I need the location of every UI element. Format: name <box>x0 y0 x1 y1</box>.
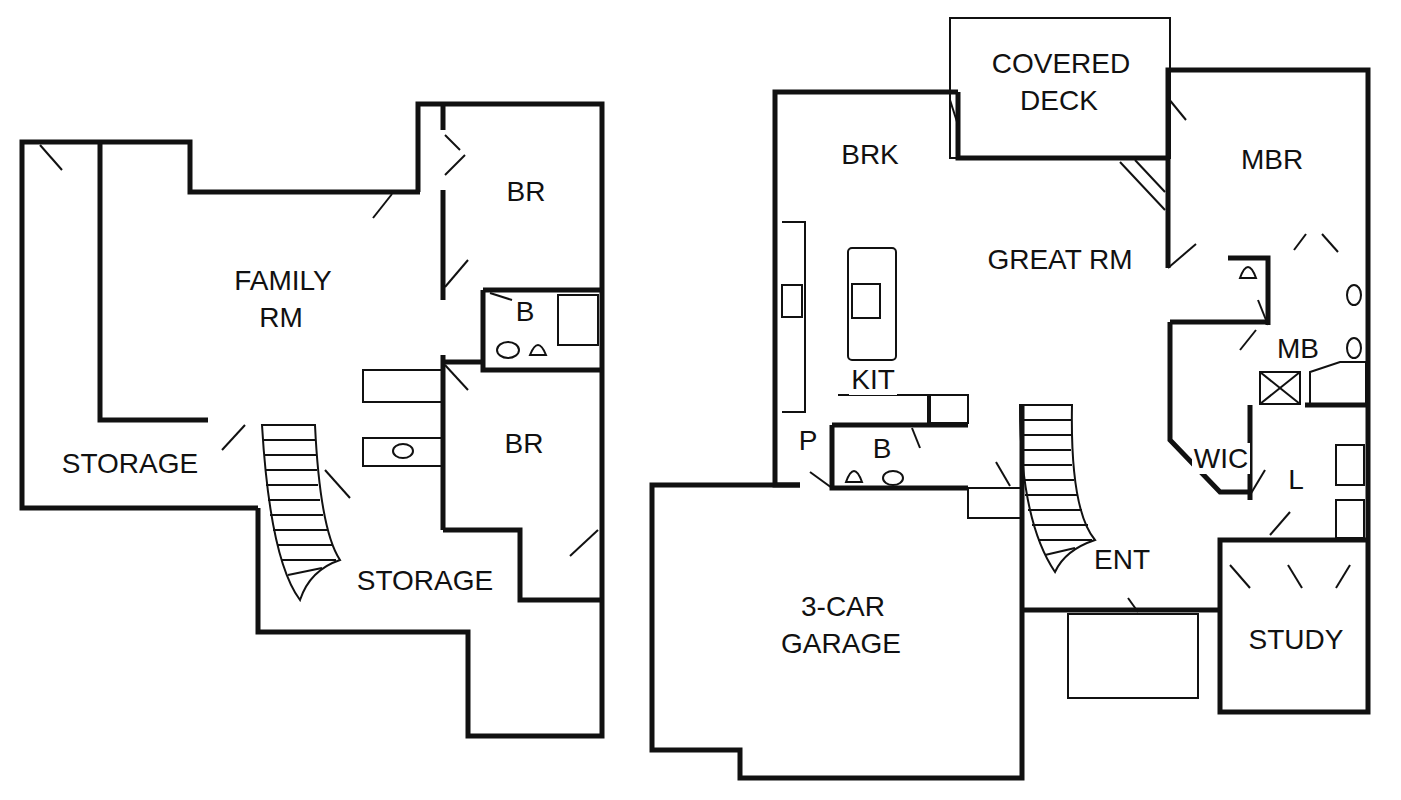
tub <box>1310 362 1366 405</box>
room-name: BRK <box>839 139 901 170</box>
stairs <box>262 425 340 600</box>
sink <box>883 471 903 485</box>
toilet <box>530 345 546 355</box>
wall <box>832 425 968 488</box>
room-name: WIC <box>1192 443 1250 474</box>
room-name: MB <box>1275 333 1321 364</box>
stairs <box>1020 405 1095 572</box>
sink <box>393 444 413 458</box>
room-label: FAMILY RM <box>207 263 357 337</box>
stair-treads <box>263 440 336 575</box>
room-label: GREAT RM <box>985 242 1134 279</box>
room-name: B <box>514 296 537 327</box>
room-label: BR <box>505 174 548 211</box>
room-name: BR <box>503 428 546 459</box>
fireplace <box>1135 160 1165 192</box>
stair-treads <box>1021 420 1092 555</box>
room-name: STUDY <box>1247 624 1346 655</box>
covered-deck <box>950 18 1170 158</box>
room-name: GREAT RM <box>985 244 1134 275</box>
counter <box>838 395 930 422</box>
room-name: KIT <box>849 364 897 395</box>
dryer <box>1336 500 1364 538</box>
room-name: STORAGE <box>60 448 200 479</box>
room-label: 3-CAR GARAGE <box>742 589 942 663</box>
shower <box>1260 372 1300 404</box>
wall <box>441 104 446 130</box>
wall <box>1220 540 1368 555</box>
wall <box>441 190 446 300</box>
room-name: BR <box>505 176 548 207</box>
room-label: STORAGE <box>60 446 200 483</box>
wall <box>1170 320 1270 325</box>
shower <box>1260 372 1300 404</box>
room-name: COVERED DECK <box>990 48 1130 116</box>
sink <box>782 285 802 317</box>
shower <box>1260 372 1300 404</box>
wall <box>958 92 1168 268</box>
door-swings <box>40 98 1350 612</box>
wall <box>1170 322 1250 492</box>
wall <box>1228 258 1268 325</box>
room-label: STUDY <box>1247 622 1346 659</box>
room-name: B <box>871 433 894 464</box>
wall <box>443 360 483 365</box>
sink <box>497 342 519 358</box>
room-label: P <box>797 423 820 460</box>
landing-steps <box>968 488 1022 518</box>
sink <box>1347 338 1361 358</box>
room-label: STORAGE <box>355 563 495 600</box>
shelf <box>363 370 443 402</box>
room-name: 3-CAR GARAGE <box>781 591 903 659</box>
wall <box>1022 608 1220 613</box>
room-name: FAMILY RM <box>232 265 332 333</box>
room-label: WIC <box>1192 441 1250 478</box>
toilet <box>1240 267 1256 278</box>
kitchen-island <box>848 248 896 360</box>
wall <box>258 104 602 736</box>
entry-stoop <box>1068 614 1198 698</box>
cooktop <box>852 284 880 318</box>
wall <box>483 288 602 293</box>
counter <box>782 222 805 412</box>
room-name: L <box>1286 464 1306 495</box>
room-name: P <box>797 425 820 456</box>
room-label: BRK <box>839 137 901 174</box>
room-label: COVERED DECK <box>960 46 1160 120</box>
washer <box>1336 445 1364 485</box>
room-label: B <box>871 431 894 468</box>
room-name: STORAGE <box>355 565 495 596</box>
room-name: MBR <box>1239 144 1305 175</box>
tub <box>558 295 598 345</box>
wall <box>483 290 602 370</box>
counter <box>363 438 443 466</box>
room-label: B <box>514 294 537 331</box>
room-label: MBR <box>1239 142 1305 179</box>
room-label: ENT <box>1092 542 1152 579</box>
room-label: KIT <box>849 362 897 399</box>
sink <box>1347 285 1361 305</box>
room-label: BR <box>503 426 546 463</box>
range <box>928 395 968 423</box>
wall <box>652 405 1022 778</box>
wall <box>100 142 208 420</box>
room-name: ENT <box>1092 544 1152 575</box>
wall <box>22 142 258 508</box>
toilet <box>846 471 862 482</box>
wall <box>100 142 420 192</box>
room-label: MB <box>1275 331 1321 368</box>
room-label: L <box>1286 462 1306 499</box>
